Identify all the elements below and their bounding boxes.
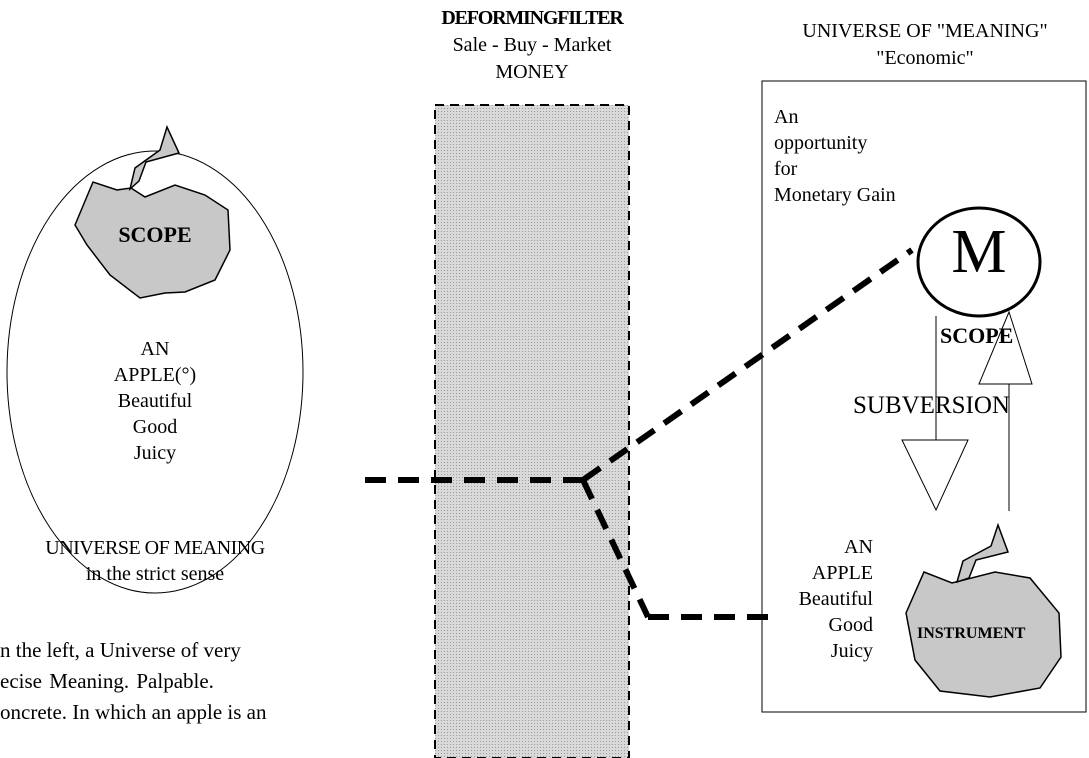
- right-universe-subtitle: "Economic": [876, 47, 974, 69]
- left-line: Beautiful: [117, 390, 193, 412]
- right-apple-description: AN APPLE Beautiful Good Juicy: [765, 534, 873, 664]
- left-caption-subtitle: in the strict sense: [85, 563, 225, 585]
- left-apple-description: AN APPLE(°) Beautiful Good Juicy: [85, 336, 225, 466]
- left-universe-caption: UNIVERSE OF MEANING in the strict sense: [20, 535, 290, 587]
- right-universe-header: UNIVERSE OF "MEANING" "Economic": [764, 18, 1086, 72]
- money-circle-icon: [916, 206, 1042, 318]
- left-caption-title: UNIVERSE OF MEANING: [45, 537, 265, 559]
- dashed-connector-lines: [365, 247, 914, 620]
- opportunity-line: An: [774, 106, 799, 128]
- left-apple-scope-label: SCOPE: [118, 222, 192, 247]
- subversion-arrows: [901, 310, 1033, 512]
- right-line: Beautiful: [798, 588, 873, 610]
- opportunity-text: An opportunity for Monetary Gain: [774, 104, 896, 208]
- opportunity-line: opportunity: [774, 132, 868, 154]
- left-universe-ellipse: [6, 150, 304, 594]
- opportunity-line: for: [774, 158, 798, 180]
- filter-header: DEFORMINGFILTER Sale - Buy - Market MONE…: [392, 5, 672, 86]
- right-universe-box: [761, 80, 1087, 713]
- filter-title: DEFORMINGFILTER: [441, 7, 623, 29]
- right-line: Good: [828, 614, 873, 636]
- money-symbol: M: [951, 218, 1007, 286]
- right-line: Juicy: [830, 640, 873, 662]
- right-universe-title: UNIVERSE OF "MEANING": [802, 20, 1048, 42]
- left-line: AN: [140, 338, 170, 360]
- left-apple-icon: [74, 124, 231, 299]
- right-apple-instrument-label: INSTRUMENT: [917, 625, 1026, 642]
- paragraph-line: oncrete. In which an apple is an: [0, 700, 267, 724]
- deforming-filter-band: [434, 104, 630, 758]
- right-line: AN: [844, 536, 873, 558]
- filter-money-label: MONEY: [495, 61, 569, 83]
- bottom-paragraph: n the left, a Universe of very ecise Mea…: [0, 635, 266, 728]
- opportunity-line: Monetary Gain: [774, 184, 896, 206]
- right-apple-icon: [905, 522, 1062, 698]
- paragraph-line: n the left, a Universe of very: [0, 638, 241, 662]
- right-line: APPLE: [811, 562, 873, 584]
- right-scope-label: SCOPE: [940, 323, 1014, 348]
- filter-subtitle: Sale - Buy - Market: [452, 34, 612, 56]
- subversion-label: SUBVERSION: [853, 392, 1010, 419]
- paragraph-line: ecise Meaning. Palpable.: [0, 669, 214, 693]
- left-line: Juicy: [133, 442, 177, 464]
- left-line: APPLE(°): [113, 364, 197, 386]
- left-line: Good: [132, 416, 178, 438]
